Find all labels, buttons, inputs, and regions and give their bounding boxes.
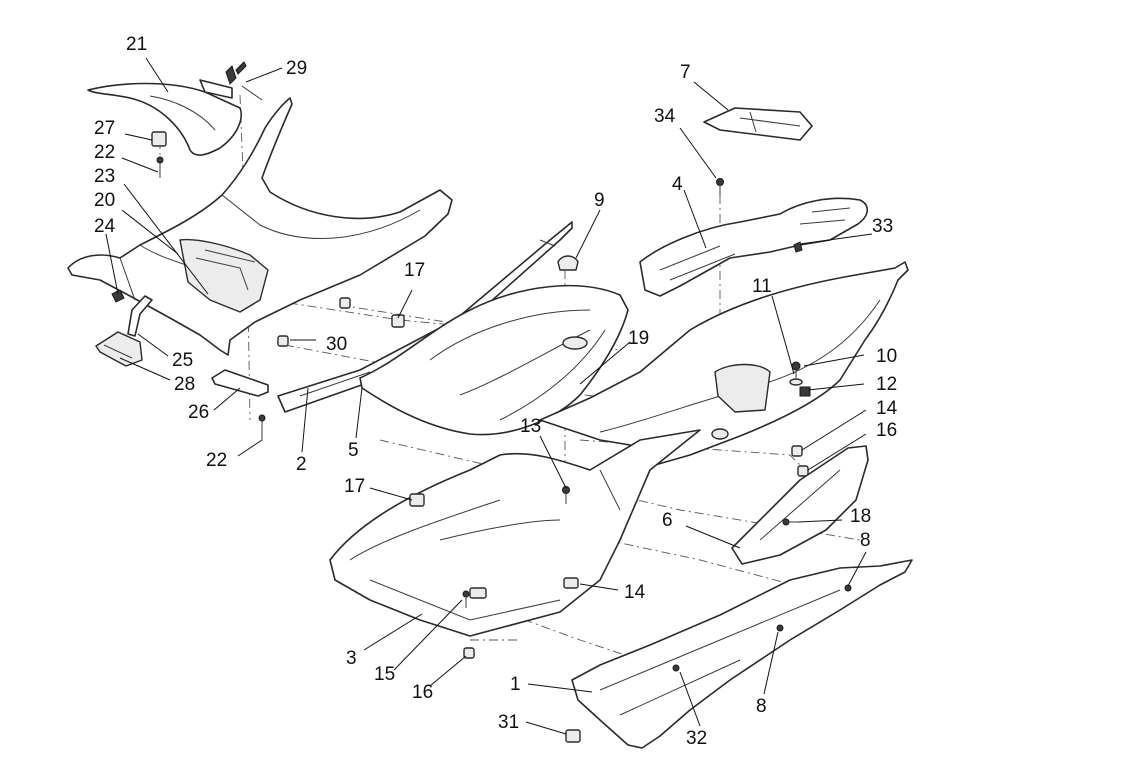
callout-16-lower: 16 xyxy=(412,682,433,703)
part-22-screw-bottom xyxy=(258,414,266,440)
callout-labels: 21 29 27 22 23 20 24 25 28 26 22 2 17 30… xyxy=(94,34,898,749)
part-12-nut xyxy=(799,386,811,397)
part-31-clip xyxy=(565,729,581,743)
part-34-screw xyxy=(716,178,724,196)
callout-18: 18 xyxy=(850,506,871,527)
callout-31: 31 xyxy=(498,712,519,733)
part-25-bracket xyxy=(127,295,153,337)
callout-21: 21 xyxy=(126,34,147,55)
callout-32: 32 xyxy=(686,728,707,749)
part-32-screw xyxy=(672,664,680,672)
part-4-rear-tray xyxy=(639,197,869,297)
part-14-clip-upper xyxy=(791,445,803,457)
callout-28: 28 xyxy=(174,374,195,395)
part-20-legshield xyxy=(67,97,453,356)
callout-25: 25 xyxy=(172,350,193,371)
callout-29: 29 xyxy=(286,58,307,79)
part-28-bracket xyxy=(95,331,143,367)
part-5-footrest-cover xyxy=(359,284,629,436)
callout-16-upper: 16 xyxy=(876,420,897,441)
part-9-grommet xyxy=(557,255,579,271)
callout-20: 20 xyxy=(94,190,115,211)
callout-8-middle: 8 xyxy=(756,696,767,717)
callout-26: 26 xyxy=(188,402,209,423)
part-30-clip xyxy=(277,297,351,347)
callout-8-right: 8 xyxy=(860,530,871,551)
callout-10: 10 xyxy=(876,346,897,367)
callout-30: 30 xyxy=(326,334,347,355)
callout-34: 34 xyxy=(654,106,676,127)
part-27-clip xyxy=(151,131,167,147)
part-26-plate xyxy=(211,369,269,397)
callout-9: 9 xyxy=(594,190,605,211)
part-1-lower-panel xyxy=(571,559,913,749)
callout-17-lower: 17 xyxy=(344,476,365,497)
part-10-screw xyxy=(791,361,801,378)
part-16-clip-upper xyxy=(797,465,809,477)
part-8-screw-middle xyxy=(776,624,784,632)
callout-22-bottom: 22 xyxy=(206,450,227,471)
callout-17-upper: 17 xyxy=(404,260,425,281)
callout-3: 3 xyxy=(346,648,357,669)
part-13-screw xyxy=(562,486,570,504)
callout-27: 27 xyxy=(94,118,115,139)
leader-lines xyxy=(105,57,873,735)
callout-1: 1 xyxy=(510,674,521,695)
callout-14-lower: 14 xyxy=(624,582,646,603)
part-15-screw xyxy=(462,590,470,608)
callout-5: 5 xyxy=(348,440,359,461)
callout-15: 15 xyxy=(374,664,395,685)
callout-23: 23 xyxy=(94,166,115,187)
callout-4: 4 xyxy=(672,174,683,195)
part-21-cover xyxy=(87,82,242,156)
callout-19: 19 xyxy=(628,328,649,349)
part-18-screw xyxy=(782,518,798,526)
callout-7: 7 xyxy=(680,62,691,83)
callout-22-top: 22 xyxy=(94,142,115,163)
part-17-clip-lower xyxy=(409,493,425,507)
part-29-clip xyxy=(199,61,263,101)
callout-14-upper: 14 xyxy=(876,398,898,419)
callout-24: 24 xyxy=(94,216,116,237)
part-3-floor-tray xyxy=(329,429,701,637)
callout-33: 33 xyxy=(872,216,893,237)
callout-13: 13 xyxy=(520,416,541,437)
callout-2: 2 xyxy=(296,454,307,475)
part-11-washer xyxy=(789,378,803,386)
part-17-clip-upper xyxy=(391,314,405,328)
callout-12: 12 xyxy=(876,374,897,395)
callout-11: 11 xyxy=(752,276,772,297)
part-33-screw xyxy=(793,241,803,253)
part-19-side-panel xyxy=(539,261,909,466)
callout-6: 6 xyxy=(662,510,673,531)
part-14-clip-lower xyxy=(563,577,579,589)
part-22-screw-top xyxy=(156,156,164,178)
part-7-cap xyxy=(703,107,813,141)
part-16-clip-lower xyxy=(463,647,475,659)
part-6-side-cover xyxy=(731,445,869,565)
